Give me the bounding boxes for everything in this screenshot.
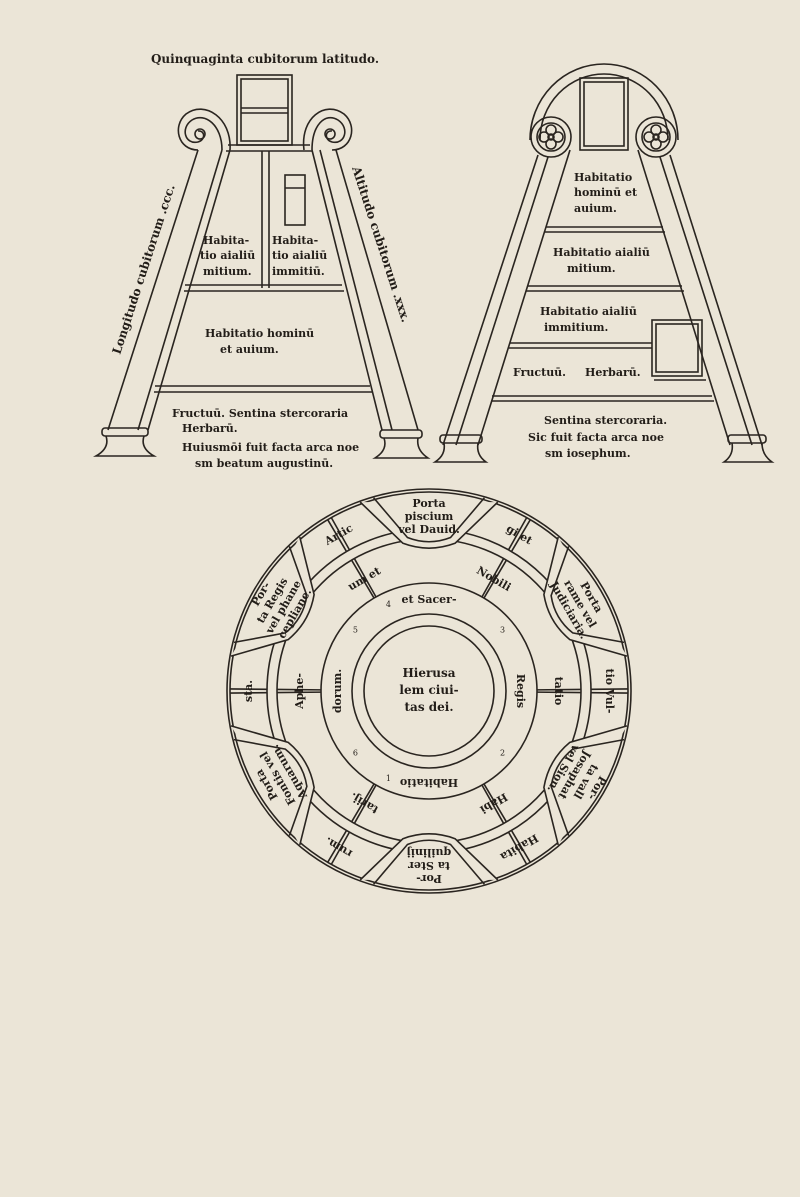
svg-text:sm beatum augustinū.: sm beatum augustinū. [195,457,333,470]
room-wild-animals: Habita- tio aialiū immitiū. [272,234,327,278]
gate-number: 3 [500,625,505,634]
svg-text:mitium.: mitium. [567,262,616,275]
svg-text:piscium: piscium [405,510,454,523]
svg-text:Sentina stercoraria.: Sentina stercoraria. [544,414,667,427]
svg-text:auium.: auium. [574,202,617,215]
svg-text:Habitatio: Habitatio [574,171,632,184]
svg-text:mitium.: mitium. [203,265,252,278]
middle-label-bottom-left: tarij. [348,790,380,816]
outer-label-left: sta. [242,680,255,702]
scroll-left-icon [177,108,231,151]
gate-number: 6 [353,749,358,758]
middle-label-right: tatio [552,677,565,706]
svg-text:Habitatio aialiū: Habitatio aialiū [553,246,650,259]
gate-number: 5 [353,625,358,634]
svg-text:Habita-: Habita- [203,234,249,247]
room-mild-animals: Habita- tio aialiū mitium. [200,234,255,278]
outer-label-right: tio Vul- [603,669,616,714]
svg-text:Por-: Por- [416,872,442,885]
svg-text:immitium.: immitium. [544,321,608,334]
ark-caption: Sentina stercoraria. Sic fuit facta arca… [528,414,667,460]
svg-text:ta Ster: ta Ster [408,859,450,872]
gate-number: 2 [500,749,505,758]
top-window [236,74,293,146]
outer-label-bottom-right: Habita [498,831,541,863]
inner-label-right: Regis [514,674,527,708]
middle-label-top-right: Nobili [474,564,513,594]
herbs-label: Herbarū. [585,366,641,379]
base-right [721,434,775,463]
ark-josephus-diagram: Habitatio hominū et auium. Habitatio aia… [432,63,775,463]
base-left [92,427,158,457]
base-right [372,429,431,459]
ark-title: Quinquaginta cubitorum latitudo. [151,52,379,66]
fruits-label: Fructuū. [513,366,566,379]
svg-text:immitiū.: immitiū. [272,265,325,278]
svg-text:tas dei.: tas dei. [404,700,453,714]
room-mild-animals: Habitatio aialiū mitium. [553,246,650,275]
svg-text:Porta: Porta [412,497,445,510]
inner-label-bottom: Habitatio [400,776,458,789]
svg-text:Habita-: Habita- [272,234,318,247]
middle-label-bottom-right: Habi [478,790,510,816]
inner-label-top: et Sacer- [401,593,456,606]
svg-text:et auium.: et auium. [220,343,279,356]
svg-text:Sic fuit facta arca noe: Sic fuit facta arca noe [528,431,664,444]
ark-caption: Fructuū. Sentina stercoraria Herbarū. Hu… [172,407,359,470]
city-center: Hierusa lem ciui- tas dei. [399,666,458,714]
svg-text:hominū et: hominū et [574,186,638,199]
room-wild-animals: Habitatio aialiū immitium. [540,305,637,334]
svg-text:lem ciui-: lem ciui- [399,683,458,697]
middle-label-top-left: um et [346,564,384,593]
room-men-birds: Habitatio hominū et auium. [205,327,314,356]
room-men-birds: Habitatio hominū et auium. [574,171,638,215]
svg-text:tio aialiū: tio aialiū [272,249,327,262]
ark-augustine-diagram: Quinquaginta cubitorum latitudo. [92,52,431,470]
middle-label-left: Aphe- [293,673,306,710]
rosette-left-icon [530,116,572,158]
svg-text:sm iosephum.: sm iosephum. [545,447,631,460]
scroll-right-icon [302,108,353,151]
svg-text:vel Dauid.: vel Dauid. [397,523,460,536]
svg-text:Habitatio aialiū: Habitatio aialiū [540,305,637,318]
svg-text:Herbarū.: Herbarū. [182,422,238,435]
outer-label-top-right: gi et [504,522,535,548]
base-left [432,434,489,463]
rosette-right-icon [635,116,677,158]
inner-label-left: dorum. [331,669,344,713]
svg-text:quilinij: quilinij [407,846,451,859]
top-window [579,77,629,151]
gate-number: 4 [386,600,391,609]
outer-label-top-left: Artic [322,521,356,548]
svg-text:Fructuū. Sentina stercoraria: Fructuū. Sentina stercoraria [172,407,348,420]
gate-number: 1 [386,774,391,783]
svg-text:Huiusmōi fuit facta arca noe: Huiusmōi fuit facta arca noe [182,441,359,454]
outer-label-bottom-left: rum. [323,834,355,860]
svg-text:tio aialiū: tio aialiū [200,249,255,262]
svg-text:Habitatio hominū: Habitatio hominū [205,327,314,340]
svg-text:Hierusa: Hierusa [402,666,455,680]
